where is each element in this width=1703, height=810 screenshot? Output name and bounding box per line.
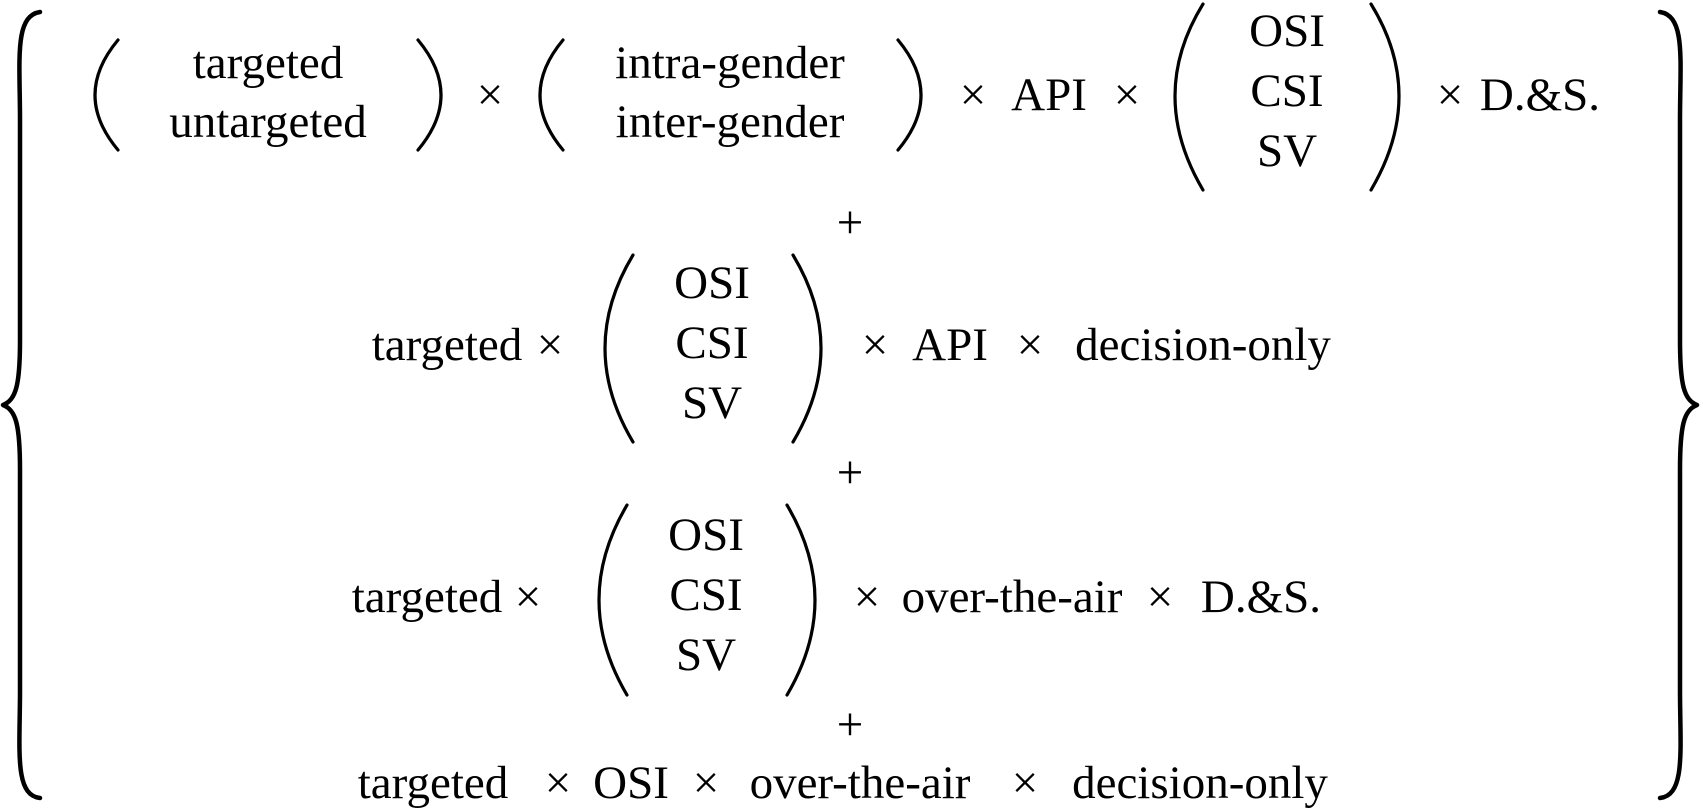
left-paren — [597, 503, 629, 697]
right-paren — [896, 38, 923, 152]
left-outer-brace — [0, 9, 43, 801]
term-csi: CSI — [669, 569, 742, 621]
term-osi: OSI — [1249, 5, 1325, 57]
times-symbol: × — [477, 69, 504, 121]
row-1: targeted untargeted × intra-gender inter… — [93, 2, 1600, 192]
right-outer-brace — [1657, 9, 1700, 801]
times-symbol: × — [693, 757, 720, 809]
times-symbol: × — [1012, 757, 1039, 809]
term-osi: OSI — [593, 757, 669, 809]
right-paren — [1369, 2, 1401, 192]
term-targeted: targeted — [193, 37, 344, 89]
row-2: targeted × OSI CSI SV × API × decision-o… — [372, 253, 1331, 444]
left-paren — [603, 253, 635, 444]
times-symbol: × — [545, 757, 572, 809]
term-sv: SV — [1257, 125, 1317, 177]
term-osi: OSI — [668, 509, 744, 561]
term-sv: SV — [676, 629, 736, 681]
term-sv: SV — [682, 377, 742, 429]
times-symbol: × — [515, 571, 542, 623]
right-paren — [791, 253, 823, 444]
term-targeted: targeted — [372, 319, 523, 371]
row-3: targeted × OSI CSI SV × over-the-air × D… — [352, 503, 1321, 697]
right-paren — [416, 38, 443, 152]
times-symbol: × — [537, 319, 564, 371]
term-targeted: targeted — [358, 757, 509, 809]
left-paren — [93, 38, 120, 152]
plus-symbol: + — [837, 197, 864, 249]
term-ds: D.&S. — [1201, 571, 1321, 623]
term-over-the-air: over-the-air — [902, 571, 1123, 623]
plus-symbol: + — [837, 447, 864, 499]
times-symbol: × — [854, 571, 881, 623]
times-symbol: × — [1017, 319, 1044, 371]
plus-symbol: + — [837, 699, 864, 751]
term-osi: OSI — [674, 257, 750, 309]
term-csi: CSI — [1250, 65, 1323, 117]
term-over-the-air: over-the-air — [750, 757, 971, 809]
row-4: targeted × OSI × over-the-air × decision… — [358, 757, 1329, 809]
term-decision-only: decision-only — [1075, 319, 1331, 371]
times-symbol: × — [1114, 69, 1141, 121]
term-targeted: targeted — [352, 571, 503, 623]
term-untargeted: untargeted — [169, 96, 367, 148]
left-paren — [1173, 2, 1205, 192]
term-inter-gender: inter-gender — [616, 96, 845, 148]
term-intra-gender: intra-gender — [615, 37, 845, 89]
term-decision-only: decision-only — [1072, 757, 1328, 809]
term-csi: CSI — [675, 317, 748, 369]
times-symbol: × — [960, 69, 987, 121]
times-symbol: × — [862, 319, 889, 371]
term-ds: D.&S. — [1480, 69, 1600, 121]
term-api: API — [1011, 69, 1087, 121]
right-paren — [785, 503, 817, 697]
times-symbol: × — [1147, 571, 1174, 623]
times-symbol: × — [1437, 69, 1464, 121]
term-api: API — [912, 319, 988, 371]
left-paren — [538, 38, 565, 152]
